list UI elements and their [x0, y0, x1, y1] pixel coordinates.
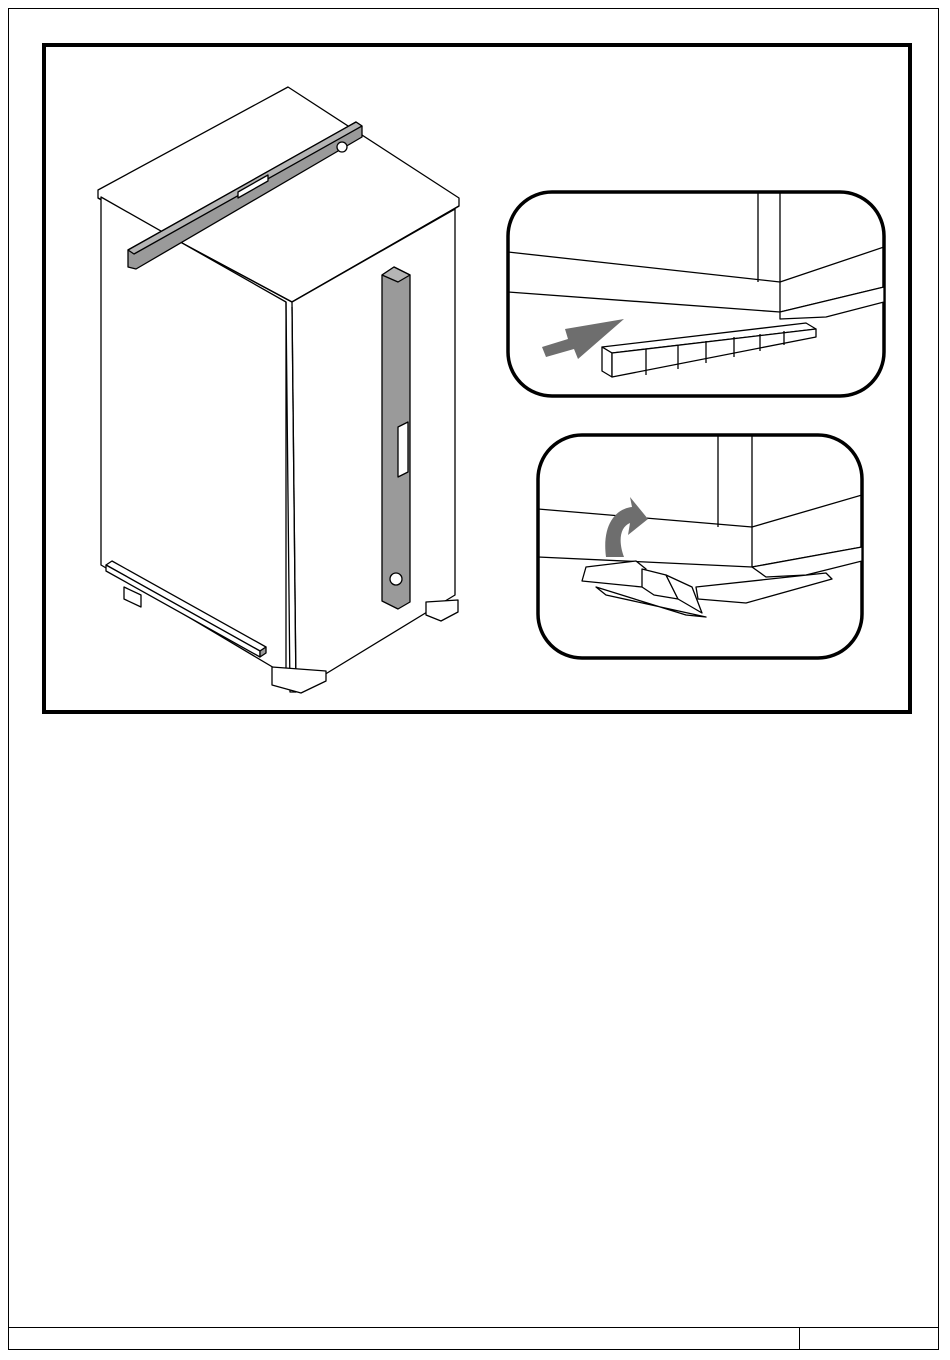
footer-left-cell	[8, 1328, 799, 1350]
detail-panel-insert-shims	[508, 192, 884, 396]
cabinet-illustration	[98, 87, 459, 693]
illustration-canvas	[46, 47, 908, 710]
footer-page-number	[800, 1328, 939, 1350]
cabinet-foot-right	[426, 600, 458, 621]
cabinet-foot-left	[124, 587, 141, 607]
instruction-figure	[42, 43, 912, 714]
cabinet-foot-front	[272, 667, 326, 693]
detail-panel-break-shims	[538, 435, 862, 658]
side-spirit-level	[382, 267, 410, 609]
